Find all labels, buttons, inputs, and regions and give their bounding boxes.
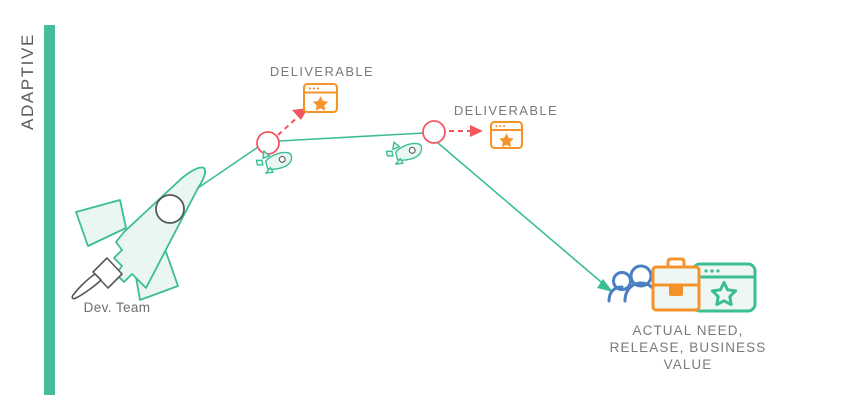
outcome-caption-line-1: ACTUAL NEED, xyxy=(633,323,744,338)
rocket-icon xyxy=(71,166,206,301)
people-icon xyxy=(607,264,659,303)
mini-rocket-icon-2 xyxy=(385,141,423,165)
trajectory-segment-2 xyxy=(278,132,425,142)
trajectory-segment-3 xyxy=(437,142,608,288)
adaptive-axis-bar xyxy=(44,25,55,395)
milestone-2-arrowhead xyxy=(470,125,483,137)
milestone-node-1[interactable] xyxy=(256,131,280,155)
browser-star-icon-1 xyxy=(302,82,339,114)
milestone-1-arrow-line xyxy=(277,114,301,136)
dev-team-label: Dev. Team xyxy=(84,300,151,315)
browser-star-icon-green xyxy=(691,262,757,313)
briefcase-icon xyxy=(651,257,701,312)
milestone-2-label: DELIVERABLE xyxy=(454,103,558,118)
milestone-1-label: DELIVERABLE xyxy=(270,64,374,79)
mini-rocket-icon-1 xyxy=(255,150,293,174)
adaptive-axis-label: ADAPTIVE xyxy=(18,33,37,130)
trajectory-segment-1 xyxy=(197,146,259,189)
trajectory-arrowhead xyxy=(597,279,613,292)
outcome-caption-line-2: RELEASE, BUSINESS xyxy=(610,340,767,355)
browser-star-icon-2 xyxy=(489,120,524,150)
outcome-caption-line-3: VALUE xyxy=(664,357,713,372)
milestone-node-2[interactable] xyxy=(422,120,446,144)
